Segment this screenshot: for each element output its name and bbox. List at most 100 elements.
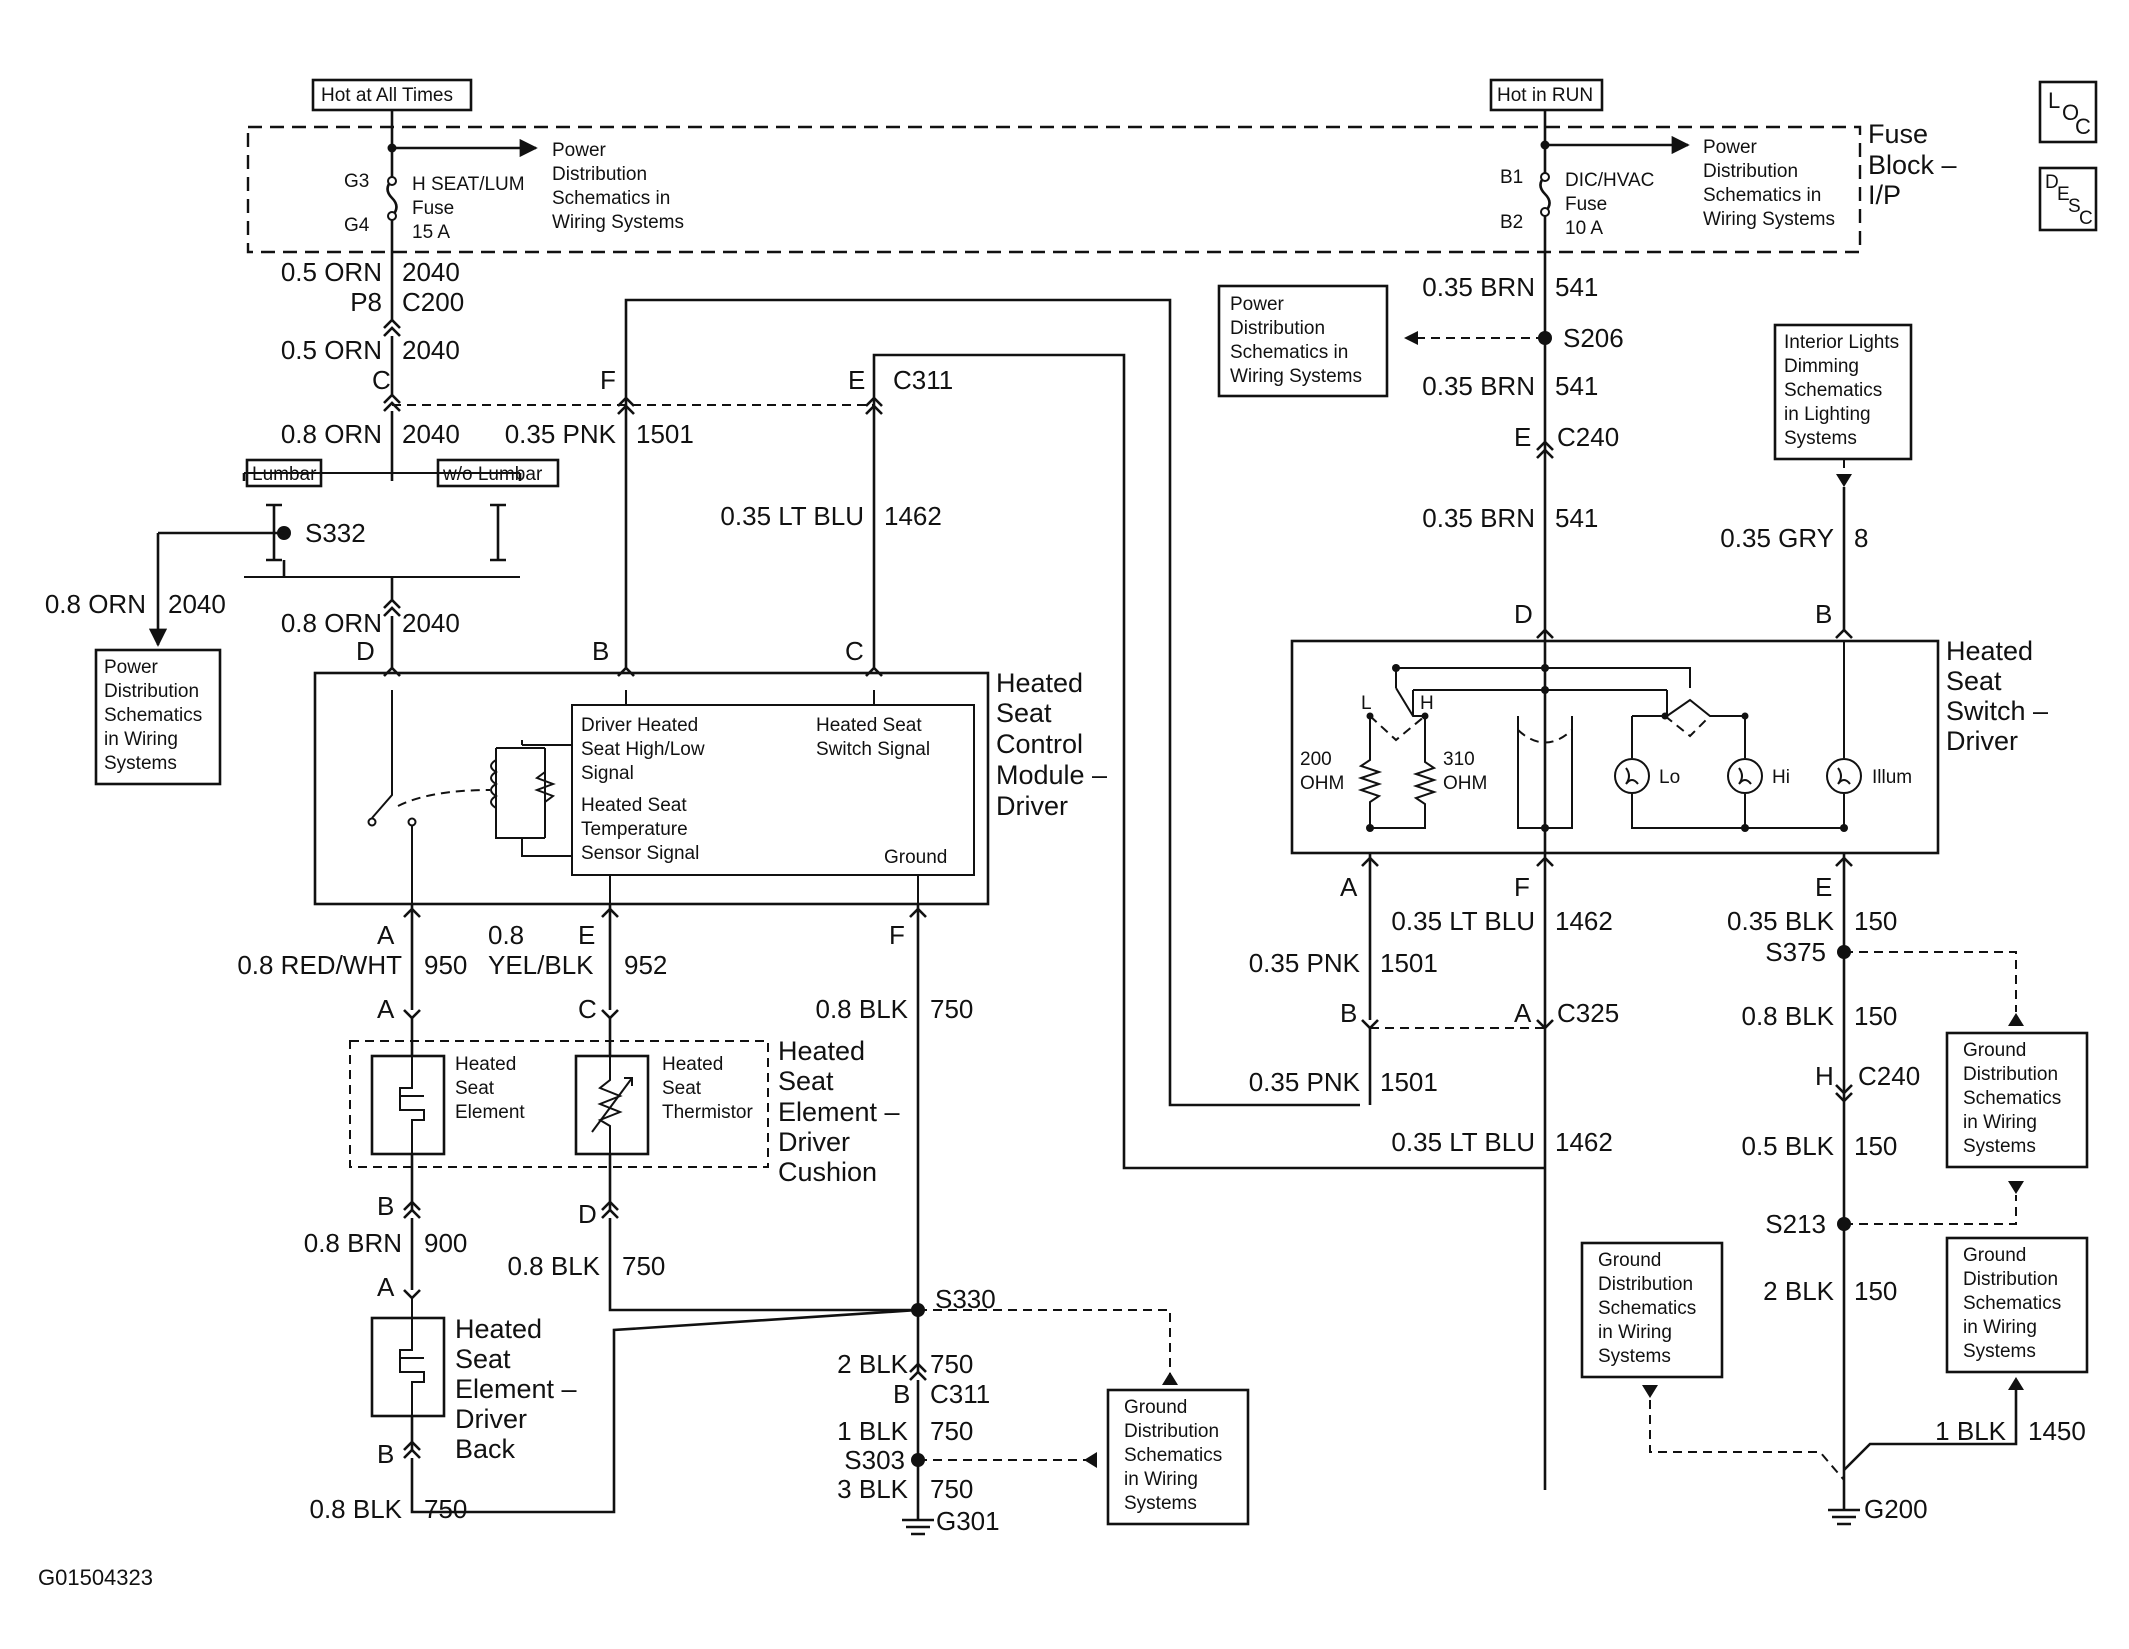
- svg-text:Schematics: Schematics: [1963, 1293, 2061, 1314]
- svg-text:Systems: Systems: [104, 753, 177, 774]
- svg-text:E: E: [2057, 184, 2070, 205]
- svg-text:0.8 BLK: 0.8 BLK: [507, 1251, 600, 1281]
- power-distribution-left-ref: Power Distribution Schematics in Wiring …: [94, 648, 222, 786]
- svg-text:B: B: [893, 1379, 910, 1409]
- svg-text:Block –: Block –: [1868, 150, 1957, 180]
- svg-text:Switch –: Switch –: [1946, 696, 2048, 726]
- svg-text:E: E: [1815, 872, 1832, 902]
- svg-text:Thermistor: Thermistor: [662, 1102, 753, 1123]
- svg-text:D: D: [578, 1199, 597, 1229]
- svg-text:0.35 PNK: 0.35 PNK: [505, 419, 617, 449]
- svg-text:750: 750: [424, 1494, 467, 1524]
- svg-text:Seat High/Low: Seat High/Low: [581, 739, 705, 760]
- svg-text:Hot in RUN: Hot in RUN: [1497, 85, 1593, 106]
- svg-text:Element –: Element –: [778, 1097, 900, 1127]
- svg-text:15 A: 15 A: [412, 222, 450, 243]
- svg-text:Element –: Element –: [455, 1374, 577, 1404]
- svg-text:Heated: Heated: [1946, 636, 2033, 666]
- svg-text:B2: B2: [1500, 212, 1523, 233]
- ground-distribution-right2-ref: Ground Distribution Schematics in Wiring…: [1945, 1236, 2089, 1374]
- svg-text:Power: Power: [1230, 294, 1285, 315]
- power-distribution-mid-ref: Power Distribution Schematics in Wiring …: [1217, 284, 1389, 398]
- svg-text:S213: S213: [1765, 1209, 1826, 1239]
- svg-text:Distribution: Distribution: [1963, 1064, 2058, 1085]
- svg-text:10 A: 10 A: [1565, 218, 1603, 239]
- svg-text:200: 200: [1300, 749, 1332, 770]
- svg-text:Interior Lights: Interior Lights: [1784, 332, 1899, 353]
- svg-text:OHM: OHM: [1443, 773, 1487, 794]
- svg-text:A: A: [1514, 998, 1532, 1028]
- module-title: Heated Seat Control Module – Driver: [996, 668, 1107, 821]
- svg-text:A: A: [377, 920, 395, 950]
- svg-text:Driver: Driver: [778, 1127, 850, 1157]
- svg-text:Distribution: Distribution: [1230, 318, 1325, 339]
- svg-text:Ground: Ground: [884, 847, 947, 868]
- hot-in-run-label: Hot in RUN: [1489, 78, 1604, 112]
- interior-lights-ref: Interior Lights Dimming Schematics in Li…: [1773, 323, 1913, 461]
- ground-distribution-left-ref: Ground Distribution Schematics in Wiring…: [1580, 1241, 1724, 1379]
- svg-text:OHM: OHM: [1300, 773, 1344, 794]
- switch-bottom-wires: [1361, 853, 2024, 1526]
- svg-text:Driver: Driver: [996, 791, 1068, 821]
- svg-text:in Wiring: in Wiring: [104, 729, 178, 750]
- svg-text:Heated: Heated: [778, 1036, 865, 1066]
- svg-text:Control: Control: [996, 729, 1083, 759]
- svg-text:Systems: Systems: [1963, 1136, 2036, 1157]
- svg-text:Heated Seat: Heated Seat: [816, 715, 922, 736]
- svg-text:0.35 GRY: 0.35 GRY: [1720, 523, 1834, 553]
- ground-distribution-right1-ref: Ground Distribution Schematics in Wiring…: [1945, 1031, 2089, 1169]
- svg-text:Seat: Seat: [996, 698, 1052, 728]
- cushion-title: Heated Seat Element – Driver Cushion: [778, 1036, 900, 1187]
- svg-text:541: 541: [1555, 371, 1598, 401]
- svg-text:Hi: Hi: [1772, 767, 1790, 788]
- svg-text:D: D: [2045, 172, 2059, 193]
- svg-text:541: 541: [1555, 503, 1598, 533]
- svg-text:1462: 1462: [1555, 1127, 1613, 1157]
- svg-text:0.8 ORN: 0.8 ORN: [45, 589, 146, 619]
- svg-text:0.5 ORN: 0.5 ORN: [281, 257, 382, 287]
- svg-text:2040: 2040: [402, 257, 460, 287]
- svg-text:Systems: Systems: [1963, 1341, 2036, 1362]
- hot-at-all-times-label: Hot at All Times: [311, 78, 473, 112]
- svg-text:Driver Heated: Driver Heated: [581, 715, 698, 736]
- svg-text:E: E: [1514, 422, 1531, 452]
- svg-text:G301: G301: [936, 1506, 1000, 1536]
- svg-text:1501: 1501: [636, 419, 694, 449]
- svg-text:G3: G3: [344, 171, 369, 192]
- svg-text:Ground: Ground: [1963, 1040, 2026, 1061]
- svg-text:0.8 BRN: 0.8 BRN: [304, 1228, 402, 1258]
- svg-text:YEL/BLK: YEL/BLK: [488, 950, 594, 980]
- svg-text:Switch Signal: Switch Signal: [816, 739, 930, 760]
- svg-text:0.5 ORN: 0.5 ORN: [281, 335, 382, 365]
- svg-text:B: B: [592, 636, 609, 666]
- svg-text:0.8 BLK: 0.8 BLK: [815, 994, 908, 1024]
- svg-text:Power: Power: [1703, 137, 1758, 158]
- desc-icon: D E S C: [2038, 166, 2098, 232]
- svg-text:Seat: Seat: [778, 1066, 834, 1096]
- svg-text:G4: G4: [344, 215, 370, 236]
- svg-text:2 BLK: 2 BLK: [837, 1349, 908, 1379]
- svg-text:150: 150: [1854, 1001, 1897, 1031]
- svg-text:Ground: Ground: [1598, 1250, 1661, 1271]
- svg-text:D: D: [1514, 599, 1533, 629]
- svg-text:Schematics: Schematics: [1784, 380, 1882, 401]
- back-title: Heated Seat Element – Driver Back: [455, 1314, 577, 1464]
- svg-text:0.8: 0.8: [488, 920, 524, 950]
- svg-text:in Lighting: in Lighting: [1784, 404, 1871, 425]
- svg-text:Fuse: Fuse: [1565, 194, 1607, 215]
- svg-text:0.5 BLK: 0.5 BLK: [1741, 1131, 1834, 1161]
- svg-text:DIC/HVAC: DIC/HVAC: [1565, 170, 1654, 191]
- svg-text:Wiring Systems: Wiring Systems: [1230, 366, 1362, 387]
- svg-text:Back: Back: [455, 1434, 516, 1464]
- svg-text:in Wiring: in Wiring: [1124, 1469, 1198, 1490]
- svg-text:A: A: [377, 1272, 395, 1302]
- svg-text:w/o Lumbar: w/o Lumbar: [442, 464, 543, 485]
- svg-text:750: 750: [930, 994, 973, 1024]
- svg-text:S375: S375: [1765, 937, 1826, 967]
- svg-text:Distribution: Distribution: [1124, 1421, 1219, 1442]
- svg-text:O: O: [2062, 100, 2079, 125]
- svg-text:Heated: Heated: [996, 668, 1083, 698]
- svg-text:3 BLK: 3 BLK: [837, 1474, 908, 1504]
- fuse-block-label: Fuse Block – I/P: [1868, 119, 1957, 210]
- svg-text:2040: 2040: [402, 608, 460, 638]
